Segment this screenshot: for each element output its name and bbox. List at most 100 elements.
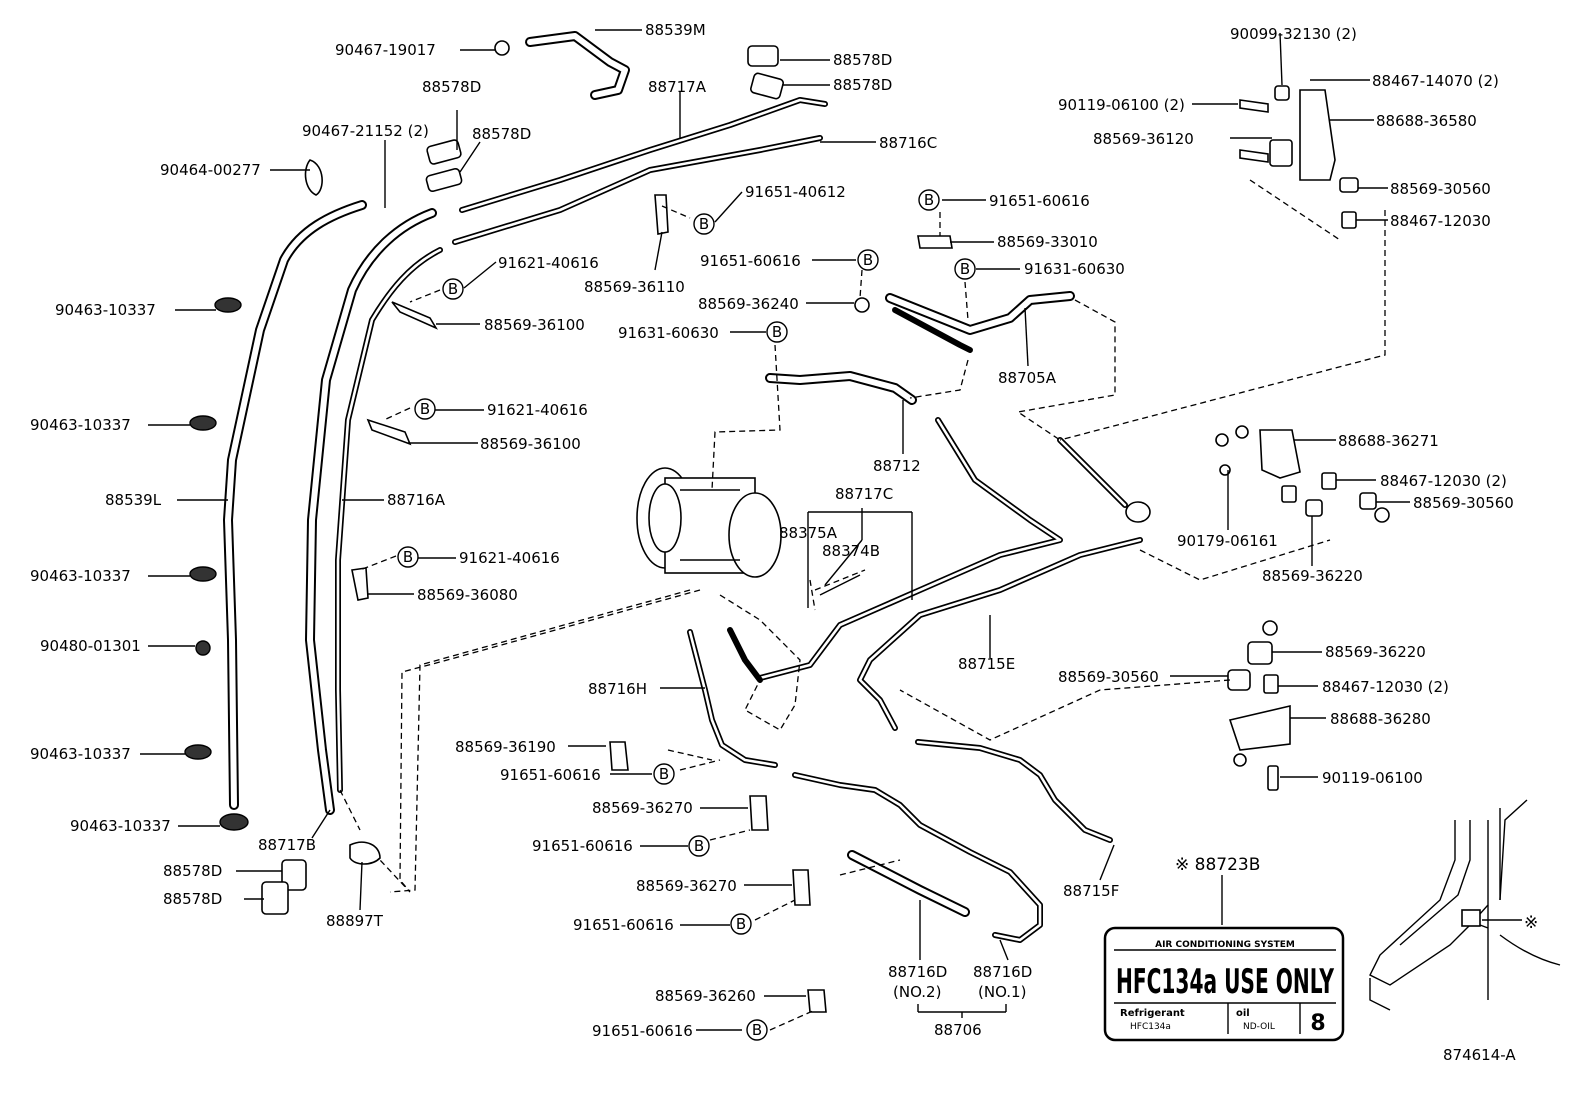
location-mark: ※ (1524, 913, 1538, 933)
part-label: 88467-12030 (1390, 212, 1491, 230)
bracket-icon (1228, 704, 1291, 751)
grommet-icon (219, 813, 249, 831)
stud-icon (1281, 485, 1297, 503)
b-marker: B (403, 548, 413, 566)
clamp-icon (1269, 139, 1293, 167)
part-label: 91631-60630 (1024, 260, 1125, 278)
part-label: 88716D (973, 963, 1032, 981)
clamp-icon (304, 159, 323, 196)
clip-icon (426, 139, 462, 165)
clamp-icon (494, 40, 510, 56)
connector-icon (1125, 501, 1151, 523)
part-label: 88374B (822, 542, 880, 560)
clip-icon (261, 881, 289, 915)
part-label: 91651-60616 (573, 916, 674, 934)
part-label: 88569-36240 (698, 295, 799, 313)
part-label: 88467-12030 (2) (1380, 472, 1507, 490)
parts (184, 40, 1390, 1013)
part-label: 88467-12030 (2) (1322, 678, 1449, 696)
part-label: 91621-40616 (498, 254, 599, 272)
part-label: 88897T (326, 912, 384, 930)
nut-icon (1235, 425, 1249, 439)
b-marker: B (736, 915, 746, 933)
part-label: 90463-10337 (70, 817, 171, 835)
part-label: 88569-36220 (1325, 643, 1426, 661)
bracket-icon (1259, 429, 1301, 479)
b-marker: B (694, 837, 704, 855)
part-label: 90464-00277 (160, 161, 261, 179)
bracket-icon (917, 235, 953, 249)
part-label: 91651-60616 (989, 192, 1090, 210)
bolt-icon (1239, 149, 1269, 163)
grommet-icon (349, 841, 381, 865)
clip-icon (281, 859, 307, 891)
part-label: 88578D (422, 78, 481, 96)
part-label: 88569-36190 (455, 738, 556, 756)
part-label: 88688-36580 (1376, 112, 1477, 130)
bracket-icon (391, 301, 438, 330)
part-label: 88569-36120 (1093, 130, 1194, 148)
bracket-icon (807, 989, 827, 1013)
b-marker: B (420, 400, 430, 418)
nut-icon (1233, 753, 1247, 767)
label-oil-head: oil (1236, 1008, 1250, 1019)
bracket-icon (366, 418, 412, 446)
part-label: 88569-36110 (584, 278, 685, 296)
compressor-icon (636, 467, 782, 578)
clamp-icon (1305, 499, 1323, 517)
b-marker: B (448, 280, 458, 298)
grommet-icon (189, 415, 217, 431)
bracket-icon (1299, 89, 1336, 181)
part-label: 90179-06161 (1177, 532, 1278, 550)
part-label: 88578D (163, 862, 222, 880)
bolt-icon (1239, 99, 1269, 113)
label-refrigerant-value: HFC134a (1130, 1022, 1171, 1032)
part-label: 88569-33010 (997, 233, 1098, 251)
part-label: 91621-40616 (459, 549, 560, 567)
nut-icon (195, 640, 211, 656)
part-label: 90463-10337 (30, 745, 131, 763)
grommet-icon (189, 566, 217, 582)
part-label: 88715E (958, 655, 1015, 673)
part-label: 90099-32130 (2) (1230, 25, 1357, 43)
reference-lines (339, 179, 1386, 1031)
part-label: 88716A (387, 491, 446, 509)
part-label: 90119-06100 (2) (1058, 96, 1185, 114)
part-label: 88569-36270 (592, 799, 693, 817)
part-label: 88578D (472, 125, 531, 143)
part-label: 88717A (648, 78, 707, 96)
part-label: 88569-36260 (655, 987, 756, 1005)
part-labels: 88539M 90467-19017 88578D 88578D 88578D … (30, 21, 1538, 1064)
part-label: 88716H (588, 680, 647, 698)
part-label: 88712 (873, 457, 921, 475)
clamp-icon (1227, 669, 1251, 691)
b-marker: B (752, 1021, 762, 1039)
part-label: 88569-36080 (417, 586, 518, 604)
hoses-and-pipes (223, 31, 1143, 943)
bracket-icon (351, 567, 369, 601)
part-label: 88715F (1063, 882, 1119, 900)
bolt-icon (1267, 765, 1279, 791)
part-label: 90480-01301 (40, 637, 141, 655)
clamp-icon (1247, 641, 1273, 665)
part-label: 90463-10337 (55, 301, 156, 319)
part-label: 90119-06100 (1322, 769, 1423, 787)
part-label: 90463-10337 (30, 567, 131, 585)
part-label: 91631-60630 (618, 324, 719, 342)
part-label: 88569-36100 (484, 316, 585, 334)
nut-icon (1215, 433, 1229, 447)
nut-icon (1274, 85, 1290, 101)
b-markers: B B B B B B B B B B B B (397, 189, 976, 1041)
bracket-icon (749, 795, 769, 831)
b-marker: B (960, 260, 970, 278)
part-label: 88569-36100 (480, 435, 581, 453)
bracket-icon (609, 741, 629, 771)
part-label: 88569-36220 (1262, 567, 1363, 585)
grommet-icon (184, 744, 212, 760)
part-label: 88578D (163, 890, 222, 908)
part-label: 88578D (833, 76, 892, 94)
part-label: 91651-60616 (592, 1022, 693, 1040)
nut-icon (1262, 620, 1278, 636)
